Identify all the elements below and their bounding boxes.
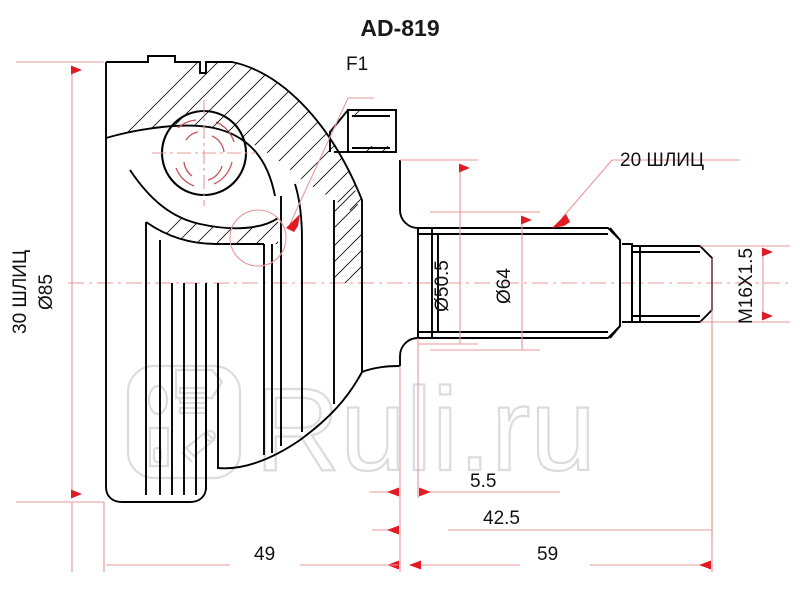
dimension-value-59: 59 <box>537 544 558 565</box>
dimension-value-49: 49 <box>254 544 275 565</box>
dimension-lines <box>16 61 790 572</box>
inner-spline-label: 20 ШЛИЦ <box>620 150 704 171</box>
cv-joint-housing <box>105 55 397 283</box>
shaft-large-diameter-label: Ø64 <box>494 268 515 304</box>
page-title: AD-819 <box>360 15 439 41</box>
dimension-value-5-5: 5.5 <box>470 471 496 492</box>
outer-spline-label: 30 ШЛИЦ <box>10 250 31 334</box>
watermark-group: Ruli.ru <box>126 363 597 497</box>
leader-lines <box>229 97 740 267</box>
dimension-value-42-5: 42.5 <box>483 508 520 529</box>
detail-callout-label: F1 <box>346 54 368 75</box>
leader-arrowheads <box>286 214 570 232</box>
watermark-text: Ruli.ru <box>255 364 596 496</box>
thread-label: M16X1.5 <box>736 248 757 324</box>
shaft-small-diameter-label: Ø50.5 <box>432 260 453 312</box>
outer-diameter-label: Ø85 <box>36 274 57 310</box>
cv-joint-housing-lower <box>105 283 401 503</box>
